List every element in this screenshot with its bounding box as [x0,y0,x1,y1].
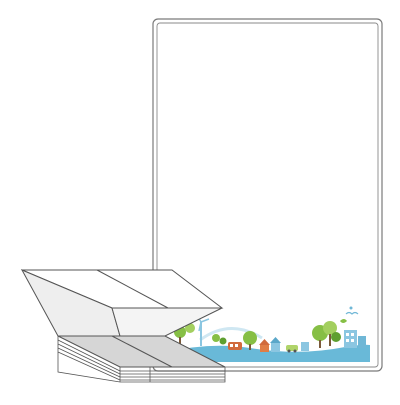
leaf-icon [340,319,347,323]
tree-icon [212,334,220,342]
bird-icon [345,311,359,315]
tree-icon [243,331,257,345]
paper-stack-divider [111,335,173,368]
tree-trunk [179,337,181,346]
building-icon [344,330,357,348]
tree-icon [323,321,337,335]
fanfold-paper-stack-icon [20,268,226,383]
house-icon [259,339,270,352]
tree-trunk [319,340,321,348]
label-inner-frame [156,22,379,368]
label-sheet [152,18,383,372]
eco-town-scenery-icon [168,306,370,362]
bus-icon [228,342,242,350]
paper-stack-edges [57,336,226,383]
tree-trunk [249,344,251,350]
ground-band [168,344,370,362]
house-icon [270,337,281,352]
building-icon [301,342,309,351]
paper-fold-sheet [111,307,223,337]
car-icon [286,345,298,353]
leaf-dot [349,306,353,310]
tree-icon [219,337,227,345]
tree-icon [331,332,341,342]
paper-flap-fold [96,269,169,309]
tree-trunk [329,334,331,346]
building-icon [358,336,366,348]
